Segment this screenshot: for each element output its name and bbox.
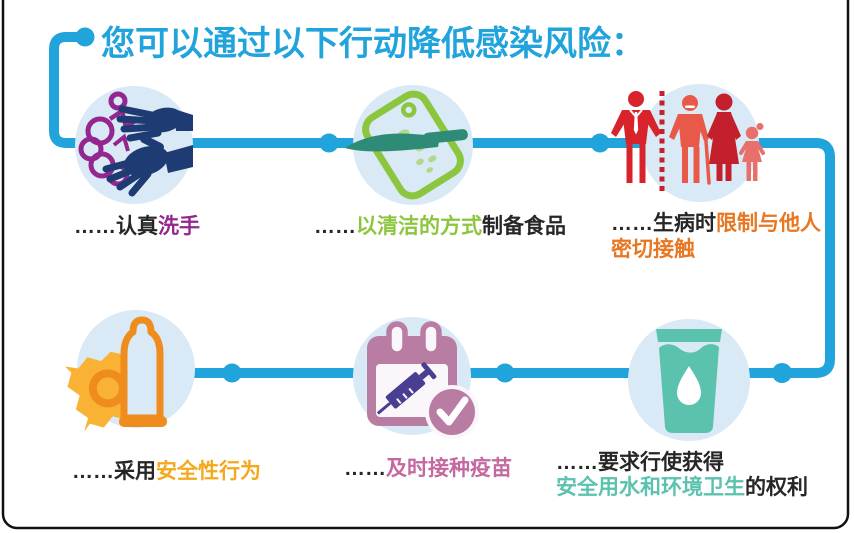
step-timely-vaccination [353, 317, 479, 439]
caption-safe-sex: ……采用安全性行为 [72, 459, 261, 485]
caption-water-line1: ……要求行使获得 [556, 451, 724, 474]
page-title: 您可以通过以下行动降低感染风险： [101, 25, 645, 63]
caption-clean-food-suffix: 制备食品 [482, 215, 566, 238]
caption-water-highlight: 安全用水和环境卫生 [556, 476, 745, 499]
syringe-icon [376, 362, 437, 415]
caption-safe-sex-prefix: ……采用 [72, 460, 156, 483]
caption-limit-contact-prefix: ……生病时 [611, 212, 716, 235]
caption-limit-contact-line1: ……生病时限制与他人 [611, 211, 821, 237]
flow-dot [75, 27, 95, 47]
flow-dot [222, 363, 242, 383]
step-limit-close-contact [611, 84, 765, 202]
caption-clean-food-highlight: 以清洁的方式 [356, 215, 482, 238]
people-distancing-icon [611, 91, 765, 194]
caption-limit-contact: ……生病时限制与他人 密切接触 [611, 211, 821, 263]
caption-wash-hands-prefix: ……认真 [74, 215, 158, 238]
caption-limit-contact-line2: 密切接触 [611, 237, 821, 263]
handwashing-icon [78, 91, 193, 197]
step-water-sanitation [628, 319, 750, 441]
caption-limit-contact-highlight1: 限制与他人 [716, 212, 821, 235]
caption-limit-contact-highlight2: 密切接触 [611, 238, 695, 261]
caption-vaccination-prefix: …… [344, 457, 386, 480]
water-drop [677, 366, 701, 405]
caption-wash-hands-highlight: 洗手 [158, 215, 200, 238]
flow-dots [75, 27, 792, 383]
knife-icon [345, 129, 468, 152]
caption-wash-hands: ……认真洗手 [74, 214, 200, 240]
flow-dot [590, 133, 610, 153]
condom-icon [65, 316, 167, 432]
water-glass-icon [656, 329, 722, 433]
checkmark-icon [425, 385, 479, 439]
step-clean-food-prep [345, 85, 473, 205]
flow-dot [772, 363, 792, 383]
caption-water-suffix: 的权利 [745, 476, 808, 499]
man-figure [611, 91, 661, 183]
flow-dot [495, 363, 515, 383]
girl-figure [739, 123, 765, 181]
flow-dot [319, 133, 339, 153]
caption-clean-food-prefix: …… [314, 215, 356, 238]
caption-vaccination-highlight: 及时接种疫苗 [386, 457, 512, 480]
cutting-board-icon [345, 90, 468, 200]
step-wash-hands [75, 86, 193, 204]
vaccination-calendar-icon [367, 321, 479, 439]
caption-water: ……要求行使获得 安全用水和环境卫生的权利 [556, 450, 808, 500]
step-circle [641, 84, 759, 202]
step-safe-sex [65, 310, 195, 432]
caption-safe-sex-highlight: 安全性行为 [156, 460, 261, 483]
caption-vaccination: ……及时接种疫苗 [344, 456, 512, 482]
woman-figure [707, 93, 741, 181]
caption-water-line2: 安全用水和环境卫生的权利 [556, 475, 808, 500]
elderly-figure [669, 95, 711, 185]
caption-clean-food: ……以清洁的方式制备食品 [314, 214, 566, 240]
